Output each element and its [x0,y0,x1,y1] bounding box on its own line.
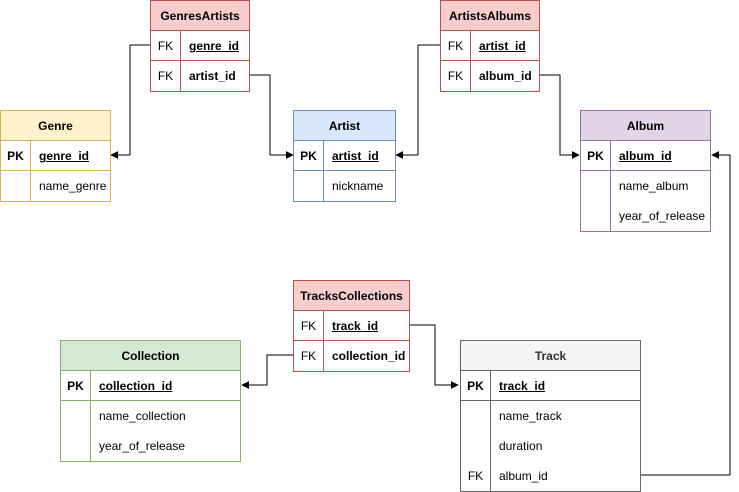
key-label [61,431,91,461]
table-album[interactable]: Album PK album_id name_album year_of_rel… [580,110,711,232]
key-label [294,171,324,201]
link-genresartists-artist [250,74,294,159]
table-title: Genre [1,111,110,141]
key-label [461,431,491,461]
table-row: FK artist_id [441,31,539,61]
field-name: duration [499,439,543,453]
field-name: collection_id [99,379,173,393]
field-name: artist_id [479,39,526,53]
key-label: FK [294,311,324,340]
key-label: PK [294,141,324,170]
table-row: FK artist_id [151,61,249,91]
table-row: PK track_id [461,371,640,401]
table-artistsalbums[interactable]: ArtistsAlbums FK artist_id FK album_id [440,0,540,92]
field-name: name_track [499,409,562,423]
table-row: PK genre_id [1,141,110,171]
key-label [61,401,91,431]
table-title: ArtistsAlbums [441,1,539,31]
link-trackscollections-collection [241,354,293,389]
table-genre[interactable]: Genre PK genre_id name_genre [0,110,111,202]
table-artist[interactable]: Artist PK artist_id nickname [293,110,396,202]
table-title: Artist [294,111,395,141]
key-label: PK [61,371,91,400]
link-genresartists-genre [110,44,150,159]
key-label: FK [294,341,324,371]
key-label [1,171,31,201]
table-row: FK genre_id [151,31,249,61]
key-label: PK [461,371,491,400]
key-label: FK [461,461,491,491]
table-row: PK collection_id [61,371,240,401]
field-name: year_of_release [99,439,186,453]
table-collection[interactable]: Collection PK collection_id name_collect… [60,340,241,462]
table-row: name_album [581,171,710,201]
link-artistsalbums-album [540,74,580,159]
key-label [581,201,611,231]
field-name: album_id [619,149,672,163]
table-title: GenresArtists [151,1,249,31]
table-row: PK artist_id [294,141,395,171]
field-name: year_of_release [619,209,706,223]
table-track[interactable]: Track PK track_id name_track duration FK… [460,340,641,492]
field-name: genre_id [189,39,240,53]
table-row: name_track [461,401,640,431]
table-row: FK album_id [461,461,640,491]
table-row: duration [461,431,640,461]
field-name: name_genre [39,179,107,193]
link-trackscollections-track [410,324,459,389]
key-label: FK [151,61,181,91]
table-row: nickname [294,171,395,201]
key-label: PK [581,141,611,170]
field-name: collection_id [332,349,406,363]
field-name: artist_id [189,69,236,83]
field-name: track_id [499,379,546,393]
field-name: track_id [332,319,379,333]
table-row: name_genre [1,171,110,201]
table-title: Collection [61,341,240,371]
table-row: PK album_id [581,141,710,171]
field-name: nickname [332,179,384,193]
table-row: FK track_id [294,311,409,341]
table-row: FK collection_id [294,341,409,371]
key-label: FK [441,61,471,91]
table-row: year_of_release [581,201,710,231]
table-row: name_collection [61,401,240,431]
key-label [461,401,491,431]
field-name: name_album [619,179,689,193]
field-name: genre_id [39,149,90,163]
table-row: year_of_release [61,431,240,461]
table-title: Track [461,341,640,371]
table-title: TracksCollections [294,281,409,311]
table-row: FK album_id [441,61,539,91]
key-label [581,171,611,201]
table-genresartists[interactable]: GenresArtists FK genre_id FK artist_id [150,0,250,92]
field-name: name_collection [99,409,186,423]
field-name: artist_id [332,149,379,163]
key-label: FK [441,31,471,60]
key-label: FK [151,31,181,60]
field-name: album_id [479,69,532,83]
field-name: album_id [499,469,548,483]
key-label: PK [1,141,31,170]
table-title: Album [581,111,710,141]
table-trackscollections[interactable]: TracksCollections FK track_id FK collect… [293,280,410,372]
link-artistsalbums-artist [395,44,440,159]
